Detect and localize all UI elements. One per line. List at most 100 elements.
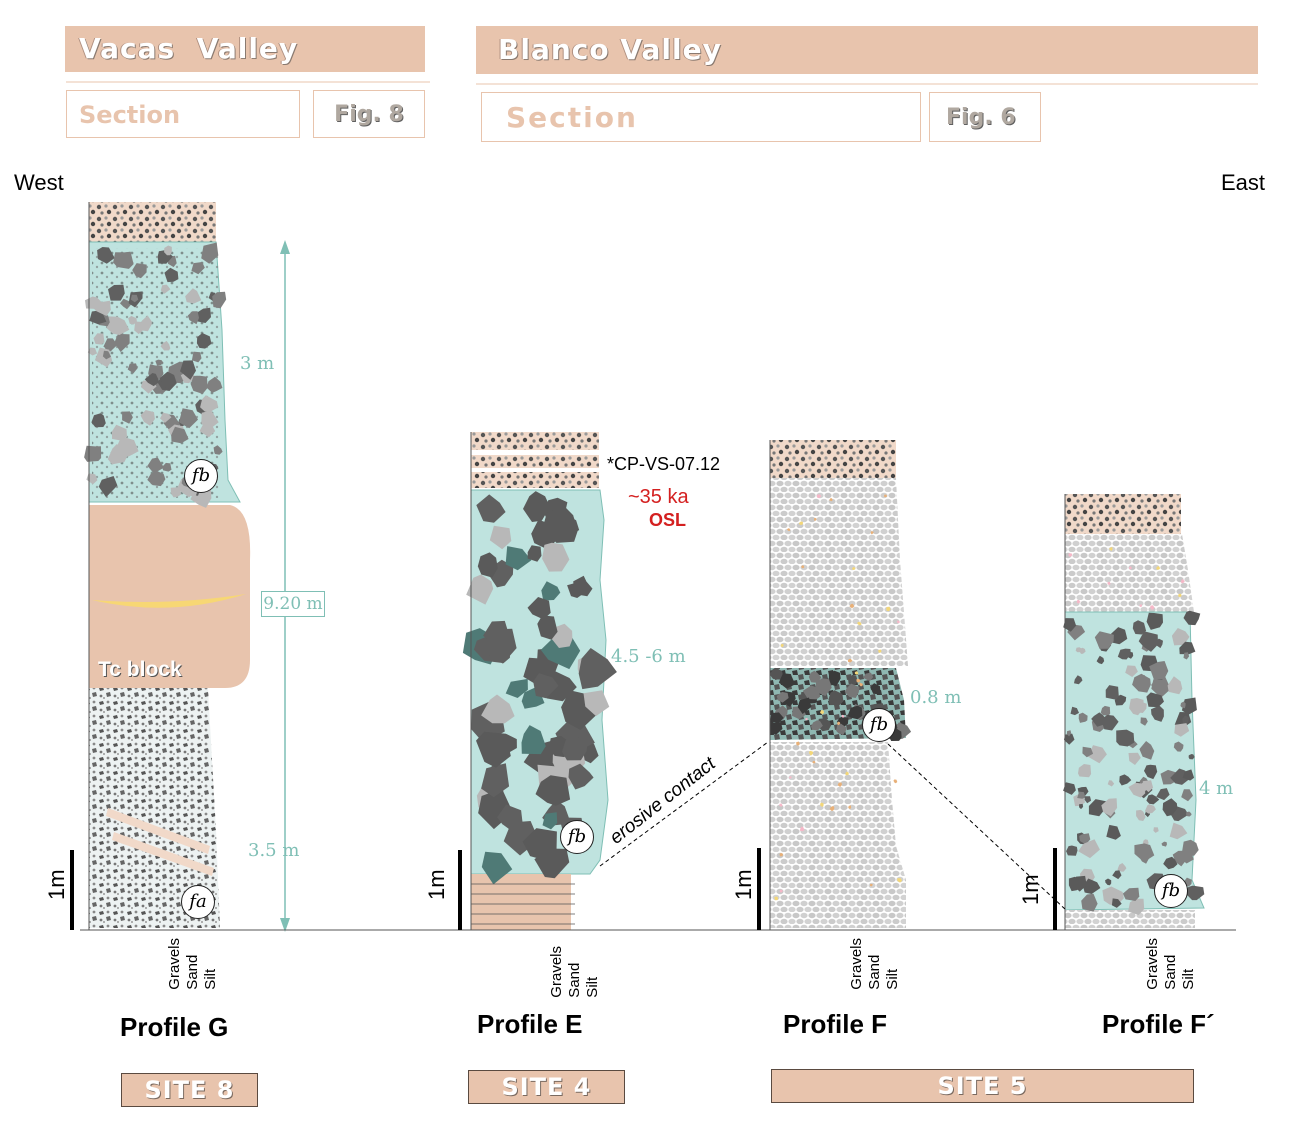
gravel-clast bbox=[1144, 764, 1158, 780]
east-label: East bbox=[1221, 170, 1266, 195]
colored-pebble bbox=[857, 621, 862, 626]
grain-sand: Sand bbox=[184, 954, 201, 990]
boulder-clast bbox=[505, 546, 532, 571]
gravel-clast bbox=[1185, 885, 1205, 901]
gravel-clast bbox=[213, 445, 223, 455]
tc-block bbox=[89, 505, 251, 688]
boulder-clast bbox=[481, 851, 513, 885]
blanco-valley-header: Blanco Valley bbox=[476, 26, 1258, 74]
gravel-clast bbox=[1064, 733, 1075, 745]
colored-pebble bbox=[878, 649, 882, 653]
gravel-clast bbox=[848, 674, 858, 686]
gravel-clast bbox=[1151, 679, 1164, 690]
vacas-valley-header: Vacas Valley bbox=[65, 26, 425, 72]
facies-label: fb bbox=[1161, 880, 1181, 901]
colored-pebble bbox=[801, 565, 805, 569]
gravel-clast bbox=[770, 722, 783, 735]
boulder-clast bbox=[521, 725, 546, 755]
gravel-clast bbox=[1132, 620, 1147, 635]
gravel-clast bbox=[1136, 809, 1146, 821]
boulder-clast bbox=[522, 828, 557, 861]
colored-pebble bbox=[859, 682, 864, 687]
profile-f-name: Profile F bbox=[783, 1009, 888, 1039]
gravel-clast bbox=[1182, 853, 1194, 864]
gravel-clast bbox=[1107, 780, 1115, 787]
profile-g-cap-layer bbox=[89, 202, 216, 242]
boulder-clast bbox=[523, 491, 550, 522]
boulder-clast bbox=[573, 575, 593, 597]
gravel-clast bbox=[1161, 841, 1167, 847]
gravel-clast bbox=[199, 421, 216, 438]
gravel-clast bbox=[93, 333, 105, 345]
gravel-clast bbox=[1063, 782, 1076, 795]
osl-sample-label: *CP-VS-07.12 bbox=[607, 454, 720, 475]
gravel-clast bbox=[1078, 764, 1092, 778]
vacas-section-label: Section bbox=[79, 101, 181, 129]
profile-f-prime-rounded-gravels bbox=[1065, 534, 1194, 612]
gravel-clast bbox=[1154, 638, 1163, 649]
gravel-clast bbox=[797, 697, 812, 714]
gravel-clast bbox=[1188, 754, 1195, 760]
gravel-clast bbox=[160, 412, 172, 423]
gravel-clast bbox=[1169, 822, 1188, 840]
colored-pebble bbox=[829, 498, 833, 502]
colored-pebble bbox=[897, 878, 902, 883]
blanco-section-box: Section bbox=[481, 92, 921, 142]
colored-pebble bbox=[779, 852, 783, 857]
scale-label-f: 1m bbox=[731, 869, 756, 900]
blanco-fig-label: Fig. 6 bbox=[946, 105, 1016, 130]
gravel-clast bbox=[1063, 618, 1077, 632]
gravel-clast bbox=[1139, 741, 1155, 760]
site-4-label: SITE 4 bbox=[501, 1073, 592, 1101]
gravel-clast bbox=[1070, 706, 1079, 716]
gravel-clast bbox=[1079, 803, 1084, 810]
gravel-clast bbox=[815, 678, 832, 696]
colored-pebble bbox=[1178, 593, 1182, 597]
gravel-clast bbox=[84, 445, 102, 462]
gravel-clast bbox=[127, 363, 138, 374]
gravel-clast bbox=[1181, 697, 1197, 715]
colored-pebble bbox=[816, 494, 822, 499]
gravel-clast bbox=[102, 350, 111, 360]
gravel-clast bbox=[1138, 631, 1158, 652]
facies-label: fb bbox=[191, 465, 211, 486]
west-label: West bbox=[14, 170, 64, 195]
boulder-clast bbox=[533, 673, 559, 699]
gravel-clast bbox=[1150, 619, 1159, 627]
grain-gravels: Gravels bbox=[548, 946, 565, 998]
gravel-clast bbox=[811, 720, 823, 731]
profile-g-lower-fine-layer bbox=[89, 688, 220, 928]
gravel-clast bbox=[160, 284, 171, 294]
gravel-clast bbox=[1082, 878, 1101, 894]
gravel-clast bbox=[191, 351, 202, 363]
gravel-clast bbox=[1174, 723, 1190, 737]
gravel-clast bbox=[1179, 641, 1196, 655]
grain-gravels: Gravels bbox=[166, 938, 183, 990]
gravel-clast bbox=[112, 424, 127, 441]
gravel-clast bbox=[178, 408, 198, 429]
gravel-clast bbox=[1112, 870, 1122, 880]
colored-pebble bbox=[799, 521, 803, 525]
facies-circle-g-lower: fa bbox=[181, 885, 215, 919]
vacas-section-box: Section bbox=[66, 90, 300, 138]
profile-g-upper-thickness: 3 m bbox=[240, 353, 275, 374]
colored-pebble bbox=[854, 671, 859, 675]
colored-pebble bbox=[856, 678, 861, 683]
boulder-clast bbox=[497, 804, 523, 832]
profile-f-cap-layer bbox=[770, 440, 896, 478]
gravel-clast bbox=[1116, 729, 1135, 747]
tc-block-label: Tc block bbox=[98, 658, 182, 681]
gravel-clast bbox=[1132, 673, 1151, 693]
colored-pebble bbox=[1109, 547, 1113, 551]
grain-axis-f-prime: Silt Sand Gravels bbox=[1144, 938, 1198, 990]
gravel-clast bbox=[1111, 898, 1122, 908]
site-8-box: SITE 8 bbox=[121, 1073, 258, 1107]
profile-f-prime-base bbox=[1065, 910, 1195, 928]
gravel-clast bbox=[1183, 610, 1201, 626]
colored-pebble bbox=[1076, 599, 1081, 604]
gravel-clast bbox=[140, 315, 152, 332]
gravel-clast bbox=[778, 673, 796, 689]
gravel-clast bbox=[1135, 701, 1147, 713]
vacas-fig-box: Fig. 8 bbox=[313, 90, 425, 138]
gravel-clast bbox=[863, 672, 874, 682]
